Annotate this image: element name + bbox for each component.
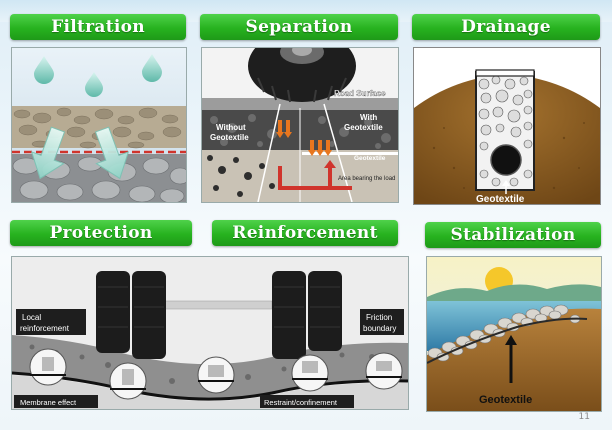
flow-arrow-right [94,126,130,180]
drainage-geotextile-label: Geotextile [476,194,525,204]
without-geotextile-label-1: Without [216,123,246,132]
protection-reinforcement-panel: Local reinforcement Friction boundary Me… [11,256,409,410]
page-number: 11 [578,412,590,422]
filtration-panel [11,47,187,203]
stabilization-illustration: Geotextile [427,257,601,411]
local-reinforcement-label-2: reinforcement [20,324,70,333]
header-drainage: Drainage [412,14,600,40]
load-bracket [278,166,352,190]
friction-boundary-label-1: Friction [366,313,392,322]
wheel-left-2 [132,271,166,359]
header-stabilization: Stabilization [425,222,601,248]
water-drop-3 [142,54,162,82]
stabilization-panel: Geotextile [426,256,602,412]
road-surface-label: Road Surface [334,89,386,98]
with-geotextile-label-2: Geotextile [344,123,383,132]
separation-panel: Road Surface Without Geotextile With Geo… [201,47,399,203]
header-protection: Protection [10,220,192,246]
stabilization-geotextile-label: Geotextile [479,394,532,406]
water-drop-1 [34,56,54,84]
stabilization-geotextile [427,317,588,364]
water-drop-2 [85,72,103,97]
without-geotextile-label-2: Geotextile [210,133,249,142]
drainage-panel: Geotextile [413,47,601,205]
restraint-confinement-label: Restraint/confinement [264,398,338,407]
reinforcement-illustration: Local reinforcement Friction boundary Me… [12,257,408,409]
flow-arrow-left [30,126,66,180]
header-reinforcement: Reinforcement [212,220,398,246]
separation-illustration: Road Surface Without Geotextile With Geo… [202,48,398,202]
area-load-label: Area bearing the load [338,176,395,182]
wheel-right-1 [272,271,306,359]
friction-boundary-label-2: boundary [363,324,396,333]
geotextile-label: Geotextile [354,155,386,162]
reinforcement-geotextile [12,371,408,401]
local-reinforcement-label-1: Local [22,313,41,322]
wheel-right-2 [308,271,342,351]
drainage-illustration: Geotextile [414,48,600,204]
membrane-effect-label: Membrane effect [20,398,77,407]
with-geotextile-label-1: With [360,113,377,122]
header-separation: Separation [200,14,398,40]
filtration-illustration [12,48,186,202]
header-filtration: Filtration [10,14,186,40]
wheel-left-1 [96,271,130,353]
tire [248,48,356,102]
drain-pipe [491,145,521,175]
